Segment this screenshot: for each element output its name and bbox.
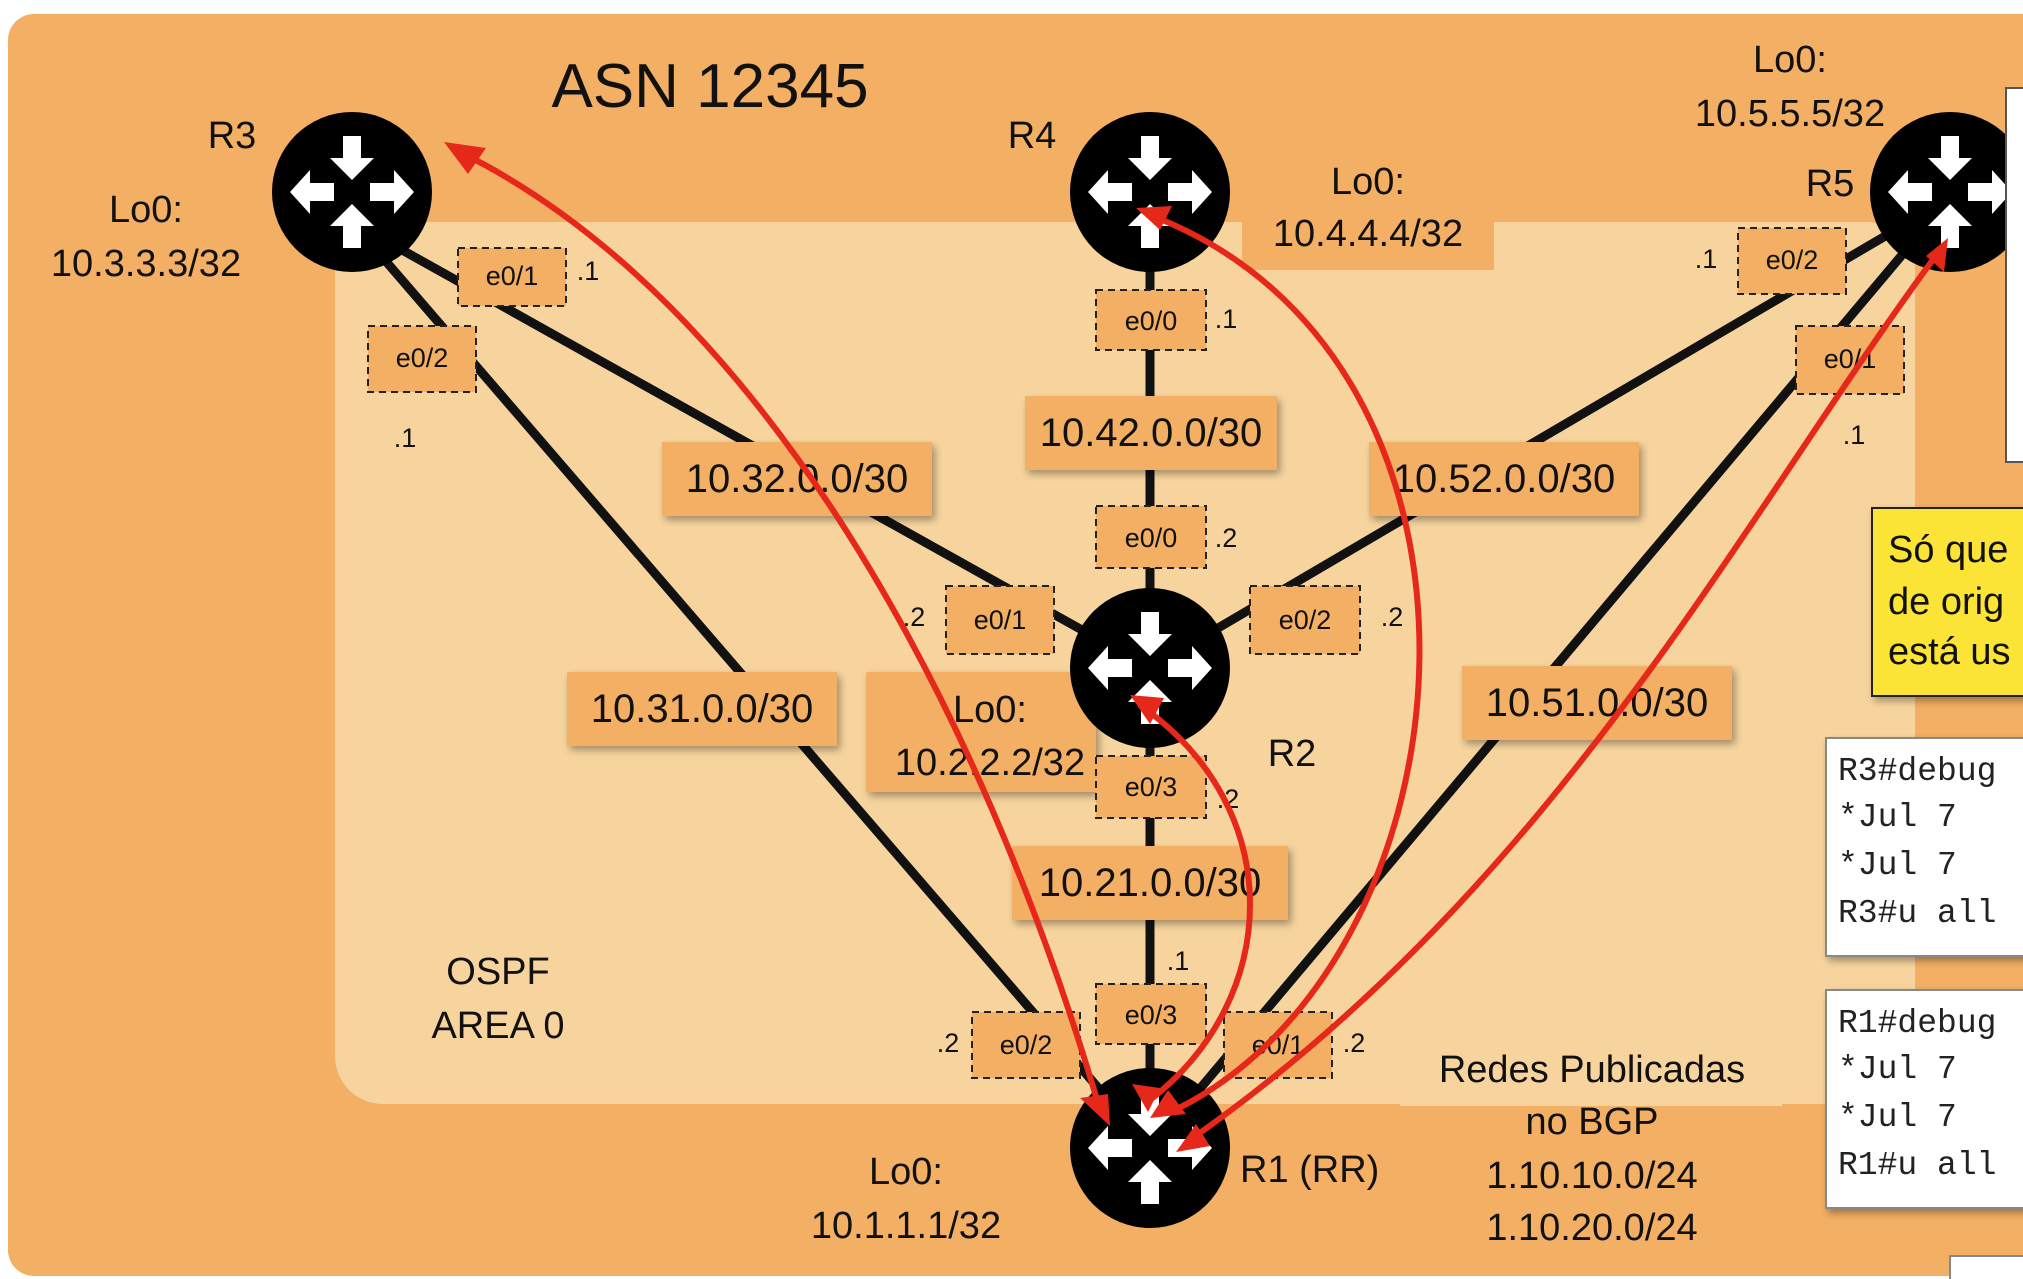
r5-loopback: 10.5.5.5/32: [1695, 93, 1885, 135]
r4-loopback: 10.4.4.4/32: [1273, 213, 1463, 255]
published-title-line2: no BGP: [1525, 1101, 1658, 1143]
arrowhead: [1176, 1124, 1210, 1152]
console-line: R1#u all: [1838, 1147, 1996, 1184]
console-partial: [1949, 1255, 2023, 1279]
interface-host: .1: [1215, 304, 1238, 334]
arrowhead: [1136, 206, 1172, 230]
console-r1: [1825, 989, 2023, 1209]
published-net: 1.10.10.0/24: [1486, 1155, 1697, 1197]
asn-title: ASN 12345: [551, 52, 868, 121]
arrowhead: [1080, 1094, 1110, 1126]
interface-label: e0/1: [974, 605, 1027, 635]
r2-loopback-title: Lo0:: [953, 689, 1027, 731]
console-line: R3#debug: [1838, 753, 1996, 790]
console-line: *Jul 7: [1838, 1051, 1957, 1088]
console-line: *Jul 7: [1838, 847, 1957, 884]
ibgp-session-r5-r1: [1188, 248, 1943, 1143]
interface-label: e0/3: [1125, 1000, 1178, 1030]
interface-host: .2: [937, 1028, 960, 1058]
r4-loopback-title: Lo0:: [1331, 161, 1405, 203]
network-label: 10.52.0.0/30: [1393, 457, 1615, 501]
console-line: R1#debug: [1838, 1005, 1996, 1042]
arrowhead: [444, 142, 486, 174]
console-line: *Jul 7: [1838, 1099, 1957, 1136]
console-line: R3#u all: [1838, 895, 1996, 932]
interface-host: .2: [1215, 523, 1238, 553]
interface-label: e0/0: [1125, 306, 1178, 336]
console-r3: [1825, 737, 2023, 957]
ibgp-session-r4-r1: [1148, 212, 1423, 1113]
interface-label: e0/0: [1125, 523, 1178, 553]
network-label: 10.42.0.0/30: [1040, 411, 1262, 455]
r2-name: R2: [1268, 733, 1317, 775]
r2-loopback: 10.2.2.2/32: [895, 742, 1085, 784]
network-label: 10.32.0.0/30: [686, 457, 908, 501]
area-title-line2: AREA 0: [431, 1005, 564, 1047]
arrowhead: [1132, 1084, 1160, 1112]
note-line: está us: [1888, 631, 2011, 673]
interface-host: .2: [1343, 1028, 1366, 1058]
router-icon: [272, 112, 432, 272]
interface-host: .2: [903, 602, 926, 632]
interface-label: e0/3: [1125, 772, 1178, 802]
interface-label: e0/2: [1766, 245, 1819, 275]
published-title-line1: Redes Publicadas: [1439, 1049, 1745, 1091]
router-r4[interactable]: [1070, 112, 1230, 272]
r5-loopback-title: Lo0:: [1753, 39, 1827, 81]
network-labels: 10.32.0.0/30 10.42.0.0/30 10.52.0.0/30 1…: [567, 396, 1732, 920]
note-box: [1871, 507, 2023, 697]
interface-host: .1: [394, 423, 417, 453]
r4-loopback-box: [1242, 150, 1494, 270]
r1-loopback: 10.1.1.1/32: [811, 1205, 1001, 1247]
interface-label: e0/2: [1000, 1030, 1053, 1060]
interface-host: .1: [1843, 420, 1866, 450]
interface-host: .1: [1695, 244, 1718, 274]
interface-label: e0/2: [396, 343, 449, 373]
arrowhead: [1150, 1090, 1186, 1118]
r2-loopback-box: [866, 672, 1096, 792]
network-label: 10.51.0.0/30: [1486, 681, 1708, 725]
ibgp-arrowheads: [444, 142, 1948, 1152]
right-info-panel: [2005, 87, 2023, 463]
arrowhead: [1130, 695, 1164, 724]
router-icon: [1070, 112, 1230, 272]
r3-loopback: 10.3.3.3/32: [51, 243, 241, 285]
interface-label: e0/2: [1279, 605, 1332, 635]
network-label: 10.21.0.0/30: [1039, 861, 1261, 905]
interfaces: e0/1 .1 e0/2 .1 e0/0 .1 e0/2 .1 e0/1 .1 …: [367, 227, 1905, 1079]
note-line: de orig: [1888, 581, 2004, 623]
interface-host: .2: [1381, 602, 1404, 632]
r3-loopback-title: Lo0:: [109, 189, 183, 231]
r4-name: R4: [1008, 115, 1057, 157]
r1-name: R1 (RR): [1240, 1149, 1379, 1191]
network-label: 10.31.0.0/30: [591, 687, 813, 731]
interface-label: e0/1: [486, 261, 539, 291]
interface-host: .1: [577, 256, 600, 286]
area-title-line1: OSPF: [446, 951, 549, 993]
arrowhead: [1926, 238, 1948, 272]
note-line: Só que: [1888, 529, 2008, 571]
ibgp-session-r3-r1: [458, 149, 1103, 1111]
ibgp-session-r2-r1: [1138, 702, 1253, 1103]
r5-name: R5: [1806, 163, 1855, 205]
r1-loopback-title: Lo0:: [869, 1151, 943, 1193]
interface-host: .1: [1167, 946, 1190, 976]
console-line: *Jul 7: [1838, 799, 1957, 836]
ibgp-sessions: [458, 149, 1943, 1143]
r3-name: R3: [208, 115, 257, 157]
published-net: 1.10.20.0/24: [1486, 1207, 1697, 1249]
router-r3[interactable]: [272, 112, 432, 272]
published-box: [1400, 1030, 1782, 1106]
